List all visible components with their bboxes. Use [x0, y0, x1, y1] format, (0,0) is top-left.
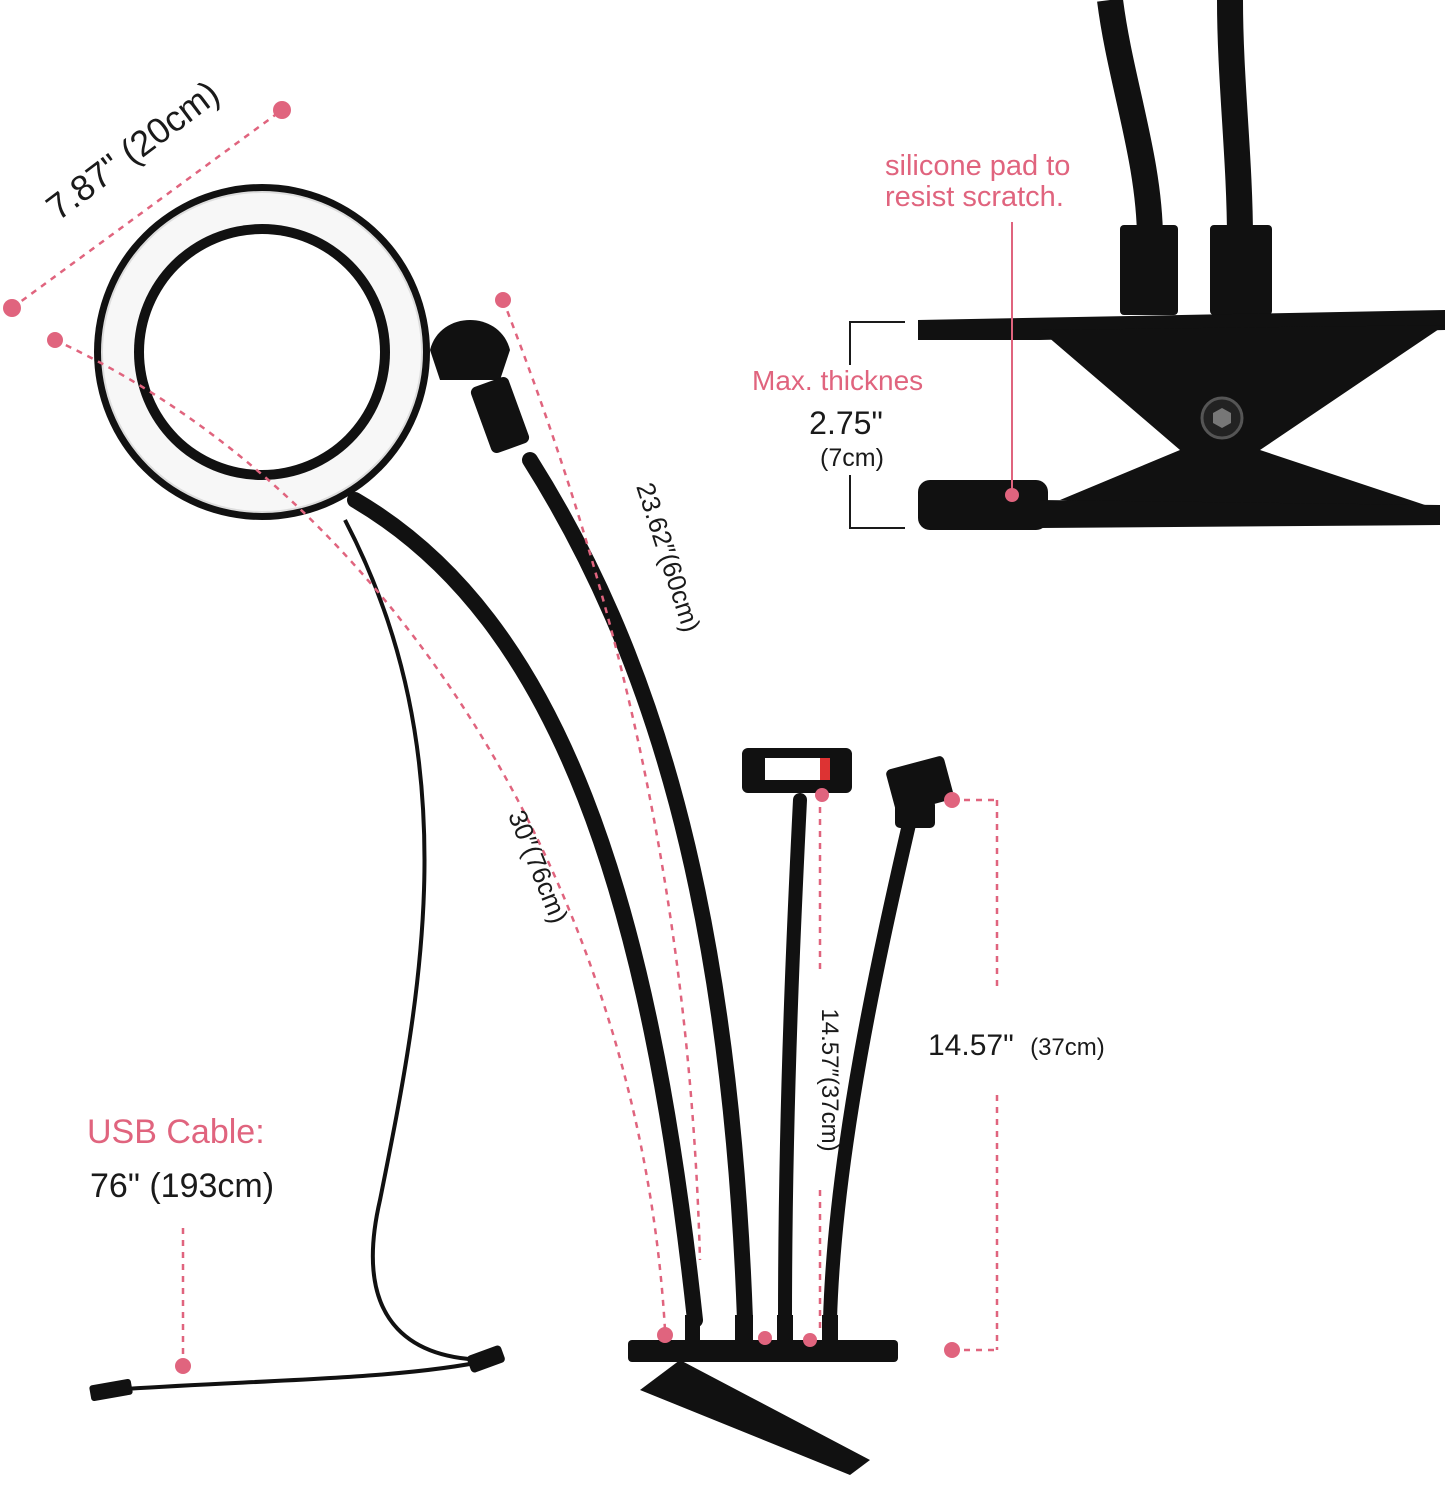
measure-dot: [944, 1342, 960, 1358]
clip-height-label: 14.57" (37cm): [928, 1029, 1105, 1062]
arm-ring-label: 30″(76cm): [502, 806, 574, 928]
silicone-line2: resist scratch.: [885, 181, 1064, 213]
arm-short-label: 14.57″(37cm): [816, 1008, 843, 1151]
max-thickness-unit: (7cm): [820, 444, 884, 472]
max-thickness-value: 2.75": [809, 405, 883, 441]
arm-measures: [47, 292, 829, 1347]
clip-height-measure: 14.57" (37cm): [928, 792, 1105, 1358]
base-clamp: [628, 1315, 898, 1475]
measure-dot: [815, 788, 829, 802]
silicone-callout: silicone pad to resist scratch.: [885, 150, 1070, 502]
clamp-detail: [918, 0, 1445, 530]
usb-callout: USB Cable: 76" (193cm): [87, 1113, 274, 1374]
measure-dot: [495, 292, 511, 308]
measure-dot: [47, 332, 63, 348]
measure-dot: [944, 792, 960, 808]
max-thickness-measure: Max. thicknes 2.75" (7cm): [752, 321, 923, 529]
measure-dot: [803, 1333, 817, 1347]
usb-cable: [89, 519, 505, 1402]
measure-dot: [657, 1327, 673, 1343]
measure-dot: [3, 299, 21, 317]
measure-dot: [758, 1331, 772, 1345]
measure-dot: [273, 101, 291, 119]
mic-holder: [430, 320, 530, 454]
ring-light: [94, 184, 430, 520]
usb-value: 76" (193cm): [90, 1167, 274, 1205]
max-thickness-label: Max. thicknes: [752, 365, 923, 396]
phone-holder-2: [886, 756, 954, 828]
measure-dot: [175, 1358, 191, 1374]
phone-holder-1: [742, 748, 852, 793]
callout-dot: [1005, 488, 1019, 502]
arm-long-label: 23.62″(60cm): [630, 479, 706, 636]
silicone-line1: silicone pad to: [885, 150, 1070, 182]
gooseneck-arms: [347, 452, 917, 1328]
usb-label: USB Cable:: [87, 1113, 265, 1151]
